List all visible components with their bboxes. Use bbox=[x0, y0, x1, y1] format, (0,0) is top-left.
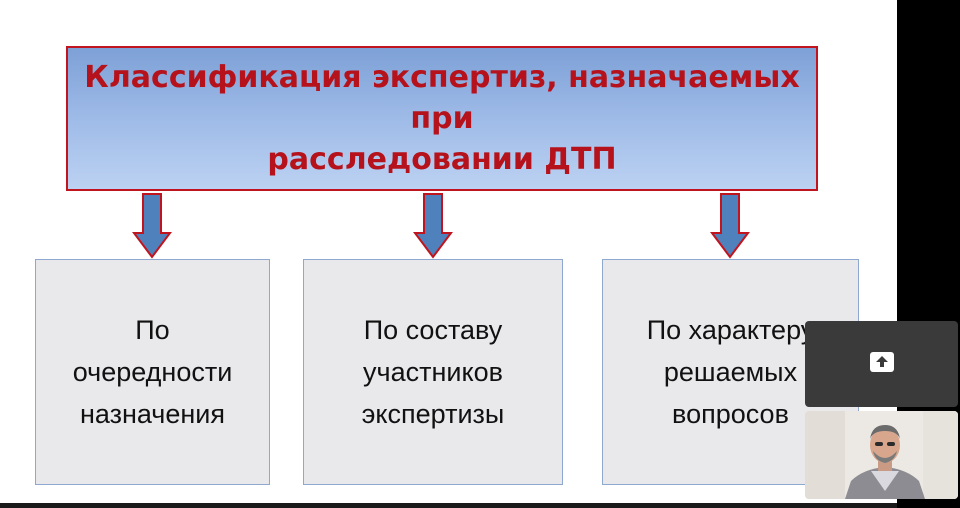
screen-share-icon[interactable] bbox=[869, 351, 895, 377]
participant-video[interactable] bbox=[805, 411, 958, 499]
category-label: По очередности назначения bbox=[72, 315, 233, 429]
category-label: По составу участников экспертизы bbox=[361, 315, 505, 429]
slide-title: Классификация экспертиз, назначаемых при… bbox=[84, 60, 800, 177]
presentation-slide: Классификация экспертиз, назначаемых при… bbox=[0, 0, 897, 503]
participant-avatar bbox=[805, 411, 958, 499]
category-label: По характеру решаемых вопросов bbox=[646, 315, 815, 429]
category-box-order: По очередности назначения bbox=[35, 259, 270, 485]
down-arrow-icon bbox=[710, 193, 750, 259]
down-arrow-icon bbox=[132, 193, 172, 259]
screen-share-tile[interactable] bbox=[805, 321, 958, 407]
down-arrow-icon bbox=[413, 193, 453, 259]
category-box-participants: По составу участников экспертизы bbox=[303, 259, 563, 485]
bottom-border bbox=[0, 503, 897, 508]
title-box: Классификация экспертиз, назначаемых при… bbox=[66, 46, 818, 191]
